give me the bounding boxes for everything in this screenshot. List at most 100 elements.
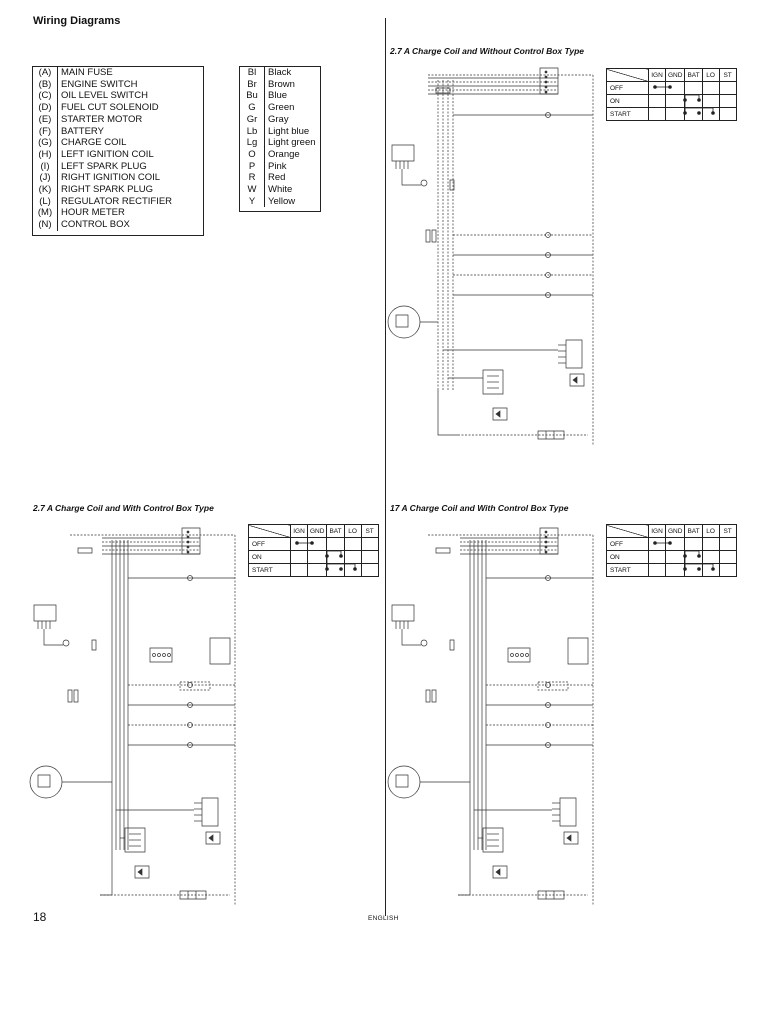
inline-component	[426, 230, 430, 242]
switch-row-off: OFF	[606, 537, 649, 551]
component-legend: (A)MAIN FUSE(B)ENGINE SWITCH(C)OIL LEVEL…	[32, 66, 204, 236]
right-spark-plug	[206, 832, 220, 844]
component-name: RIGHT IGNITION COIL	[61, 172, 161, 184]
color-code: G	[240, 102, 265, 114]
component-legend-table: (A)MAIN FUSE(B)ENGINE SWITCH(C)OIL LEVEL…	[33, 67, 175, 231]
starter-motor	[30, 766, 62, 798]
inline-connector	[546, 253, 551, 258]
diode-symbol	[209, 835, 213, 841]
component-name: STARTER MOTOR	[61, 113, 143, 125]
inline-connector	[546, 743, 551, 748]
component-row: (I)LEFT SPARK PLUG	[33, 160, 175, 173]
ignition-coil	[483, 370, 503, 394]
switch-cell	[290, 550, 308, 564]
inline-connector	[188, 576, 193, 581]
color-name: Gray	[268, 113, 289, 125]
component-code: (J)	[33, 172, 58, 185]
component-name: MAIN FUSE	[61, 67, 113, 78]
connector-pin	[545, 536, 547, 538]
switch-cell	[648, 94, 666, 108]
component-name: LEFT IGNITION COIL	[61, 148, 154, 160]
engine-switch-connector	[540, 528, 558, 554]
connector-pin	[187, 541, 189, 543]
component-row: (B)ENGINE SWITCH	[33, 78, 175, 91]
component-code: (E)	[33, 113, 58, 126]
component-code: (I)	[33, 160, 58, 173]
switch-col-gnd: GND	[306, 524, 328, 538]
inline-component	[450, 640, 454, 650]
ground-terminal	[63, 640, 69, 646]
switch-table-corner	[248, 524, 291, 538]
connector-pin	[545, 531, 547, 533]
switch-cell	[684, 81, 703, 95]
charge-coil-block	[392, 145, 414, 161]
starter-solenoid	[38, 775, 50, 787]
component-code: (M)	[33, 207, 58, 220]
color-name: Light green	[268, 137, 316, 149]
coil-wire	[44, 629, 63, 645]
switch-cell	[306, 537, 328, 551]
switch-cell	[343, 537, 362, 551]
connector-pin	[163, 654, 166, 657]
switch-cell	[664, 537, 686, 551]
ground-wire	[438, 390, 458, 435]
component-name: ENGINE SWITCH	[61, 78, 138, 90]
switch-col-gnd: GND	[664, 68, 686, 82]
connector-pin	[545, 86, 547, 88]
inline-connector	[546, 293, 551, 298]
switch-cell	[684, 94, 703, 108]
wiring-diagram-2	[30, 520, 245, 910]
component-name: LEFT SPARK PLUG	[61, 160, 147, 172]
connector-pin	[545, 81, 547, 83]
ignition-coil	[483, 828, 503, 852]
component-code: (L)	[33, 195, 58, 208]
engine-switch-connector	[540, 68, 558, 94]
component-row: (F)BATTERY	[33, 125, 175, 138]
switch-table-corner	[606, 68, 649, 82]
inline-connector	[546, 723, 551, 728]
color-name: Light blue	[268, 125, 310, 137]
inline-connector	[546, 113, 551, 118]
inline-connector	[546, 273, 551, 278]
connector-pin	[545, 546, 547, 548]
color-code: Y	[240, 195, 265, 208]
connector-pin	[187, 536, 189, 538]
switch-cell	[701, 537, 720, 551]
connector-pin	[545, 551, 547, 553]
starter-solenoid	[396, 775, 408, 787]
main-fuse	[436, 88, 450, 93]
component-code: (G)	[33, 137, 58, 149]
connector-pin	[153, 654, 156, 657]
switch-col-ign: IGN	[290, 524, 308, 538]
switch-row-start: START	[606, 563, 649, 577]
battery	[180, 891, 206, 899]
switch-cell	[684, 563, 703, 577]
component-code: (B)	[33, 78, 58, 91]
inline-component	[74, 690, 78, 702]
switch-cell	[684, 537, 703, 551]
switch-cell	[664, 563, 686, 577]
ground-wire	[458, 850, 470, 895]
switch-row-on: ON	[606, 550, 649, 564]
charge-coil-block	[392, 605, 414, 621]
inline-component	[68, 690, 72, 702]
color-code: P	[240, 160, 265, 173]
switch-row-on: ON	[606, 94, 649, 108]
color-code: R	[240, 172, 265, 185]
ground-terminal	[421, 180, 427, 186]
hour-meter-block	[568, 638, 588, 664]
component-code: (A)	[33, 67, 58, 79]
coil-wire	[402, 629, 421, 645]
diode-symbol	[567, 835, 571, 841]
